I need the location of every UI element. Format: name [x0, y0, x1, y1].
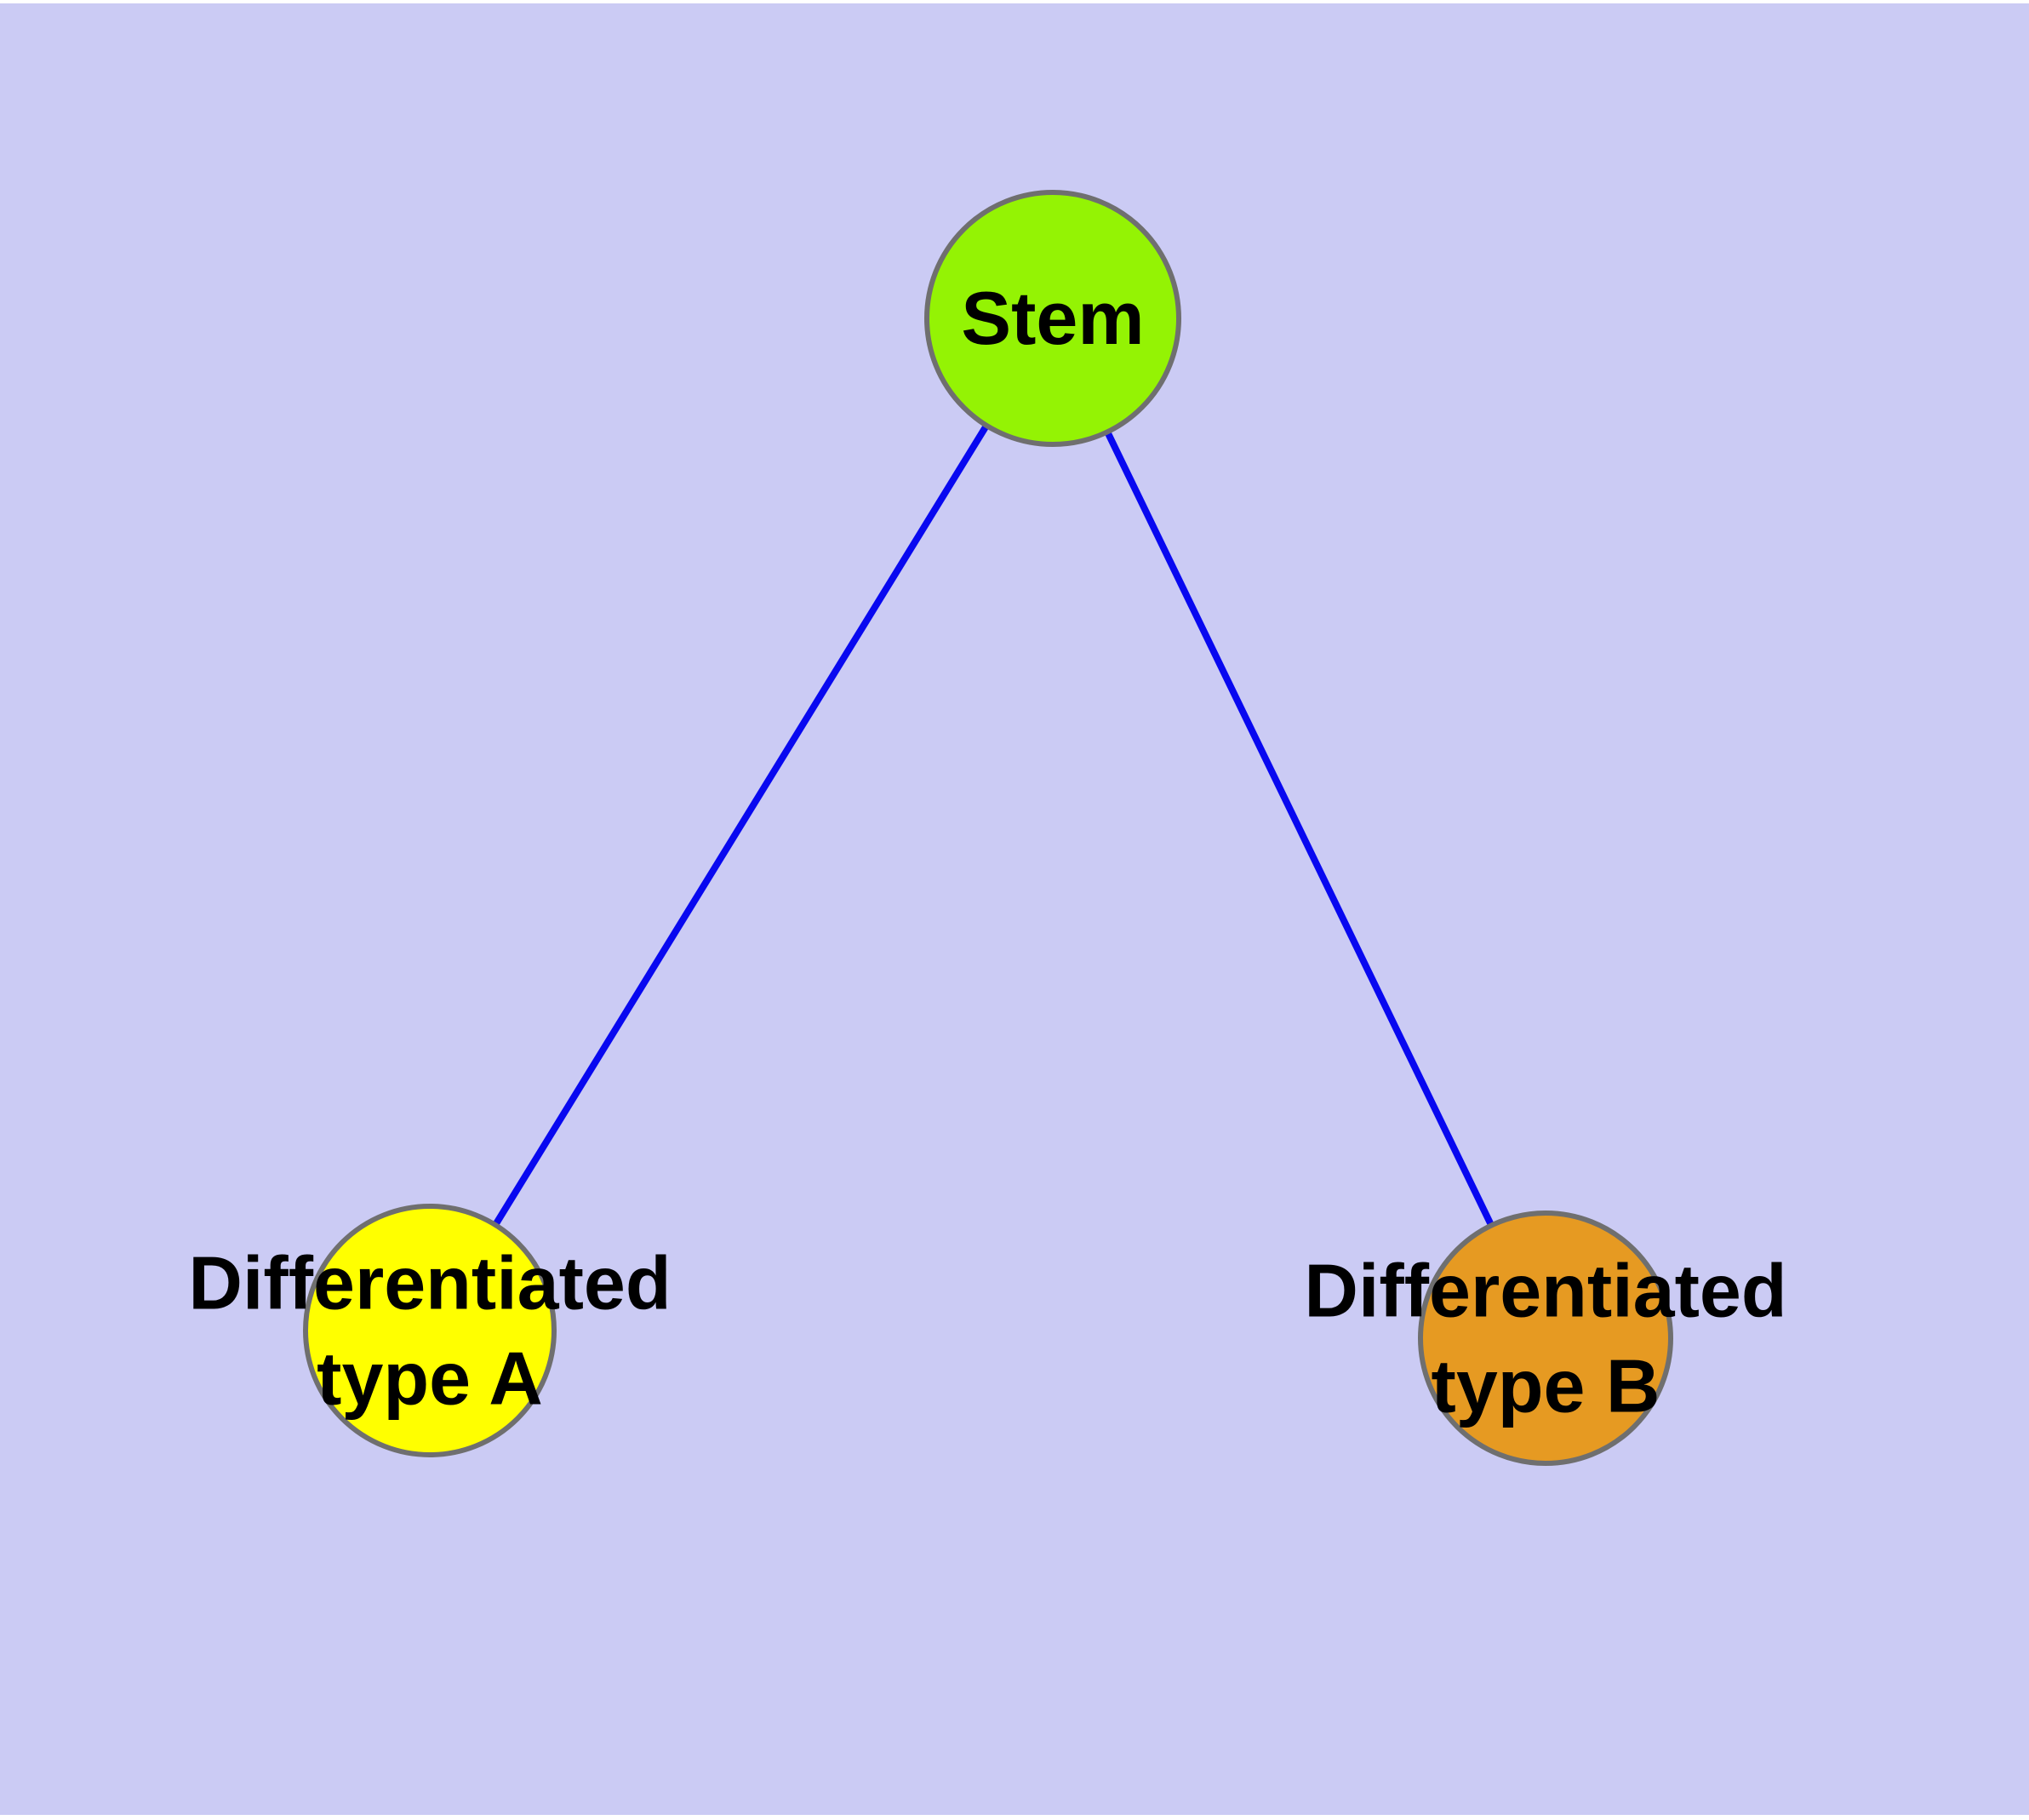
node-differentiated-type-b: [1418, 1210, 1673, 1466]
node-label-differentiated-type-a: Differentiated type A: [188, 1235, 671, 1426]
node-label-stem: Stem: [961, 271, 1144, 366]
node-label-line: type A: [317, 1336, 543, 1420]
edge-stem-to-type-b: [1104, 430, 1495, 1228]
node-stem: [924, 190, 1181, 447]
node-label-line: Differentiated: [1304, 1248, 1787, 1333]
node-label-line: Differentiated: [188, 1240, 672, 1325]
node-label-line: Stem: [961, 276, 1145, 361]
node-label-differentiated-type-b: Differentiated type B: [1304, 1243, 1786, 1434]
node-label-line: type B: [1431, 1343, 1660, 1428]
node-differentiated-type-a: [303, 1204, 557, 1457]
edge-stem-to-type-a: [492, 423, 990, 1228]
